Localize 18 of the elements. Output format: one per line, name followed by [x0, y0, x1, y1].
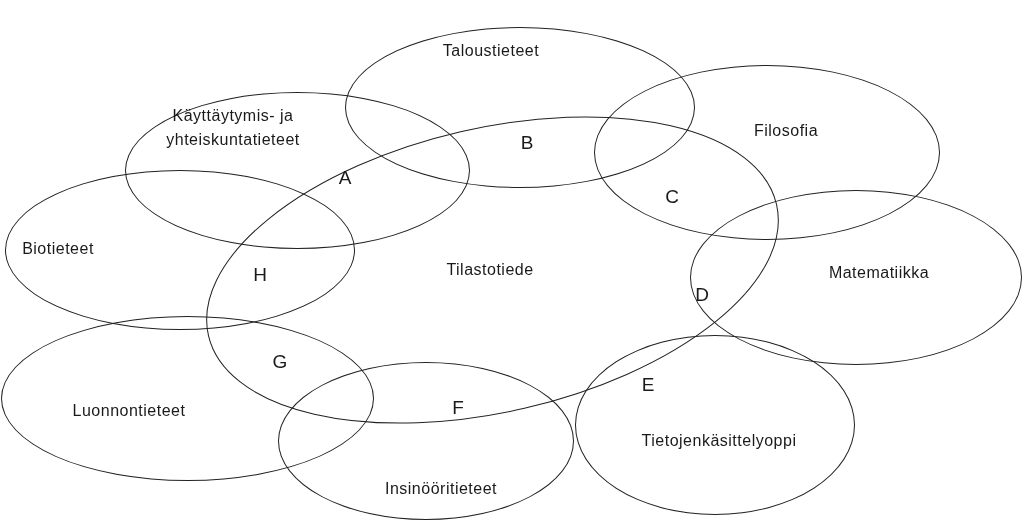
set-label: Filosofia: [753, 121, 819, 141]
overlap-letter: G: [272, 349, 288, 374]
set-label: Biotieteet: [22, 239, 94, 259]
set-label: Tilastotiede: [446, 260, 534, 280]
set-label: Käyttäytymis- ja yhteiskuntatieteet: [165, 106, 301, 150]
overlap-letter: B: [520, 130, 534, 155]
set-label: Matematiikka: [828, 263, 930, 283]
set-label: Taloustieteet: [442, 41, 540, 61]
overlap-letter: H: [253, 262, 267, 287]
overlap-letter: D: [695, 282, 709, 307]
set-label: Insinööritieteet: [384, 479, 498, 499]
overlap-letter: C: [665, 184, 679, 209]
set-label: Luonnontieteet: [72, 401, 186, 421]
overlap-letter: A: [338, 165, 352, 190]
overlap-letter: E: [641, 372, 655, 397]
venn-ellipse: [125, 92, 470, 249]
overlap-letter: F: [452, 395, 464, 420]
set-label: Tietojenkäsittelyoppi: [641, 431, 797, 451]
